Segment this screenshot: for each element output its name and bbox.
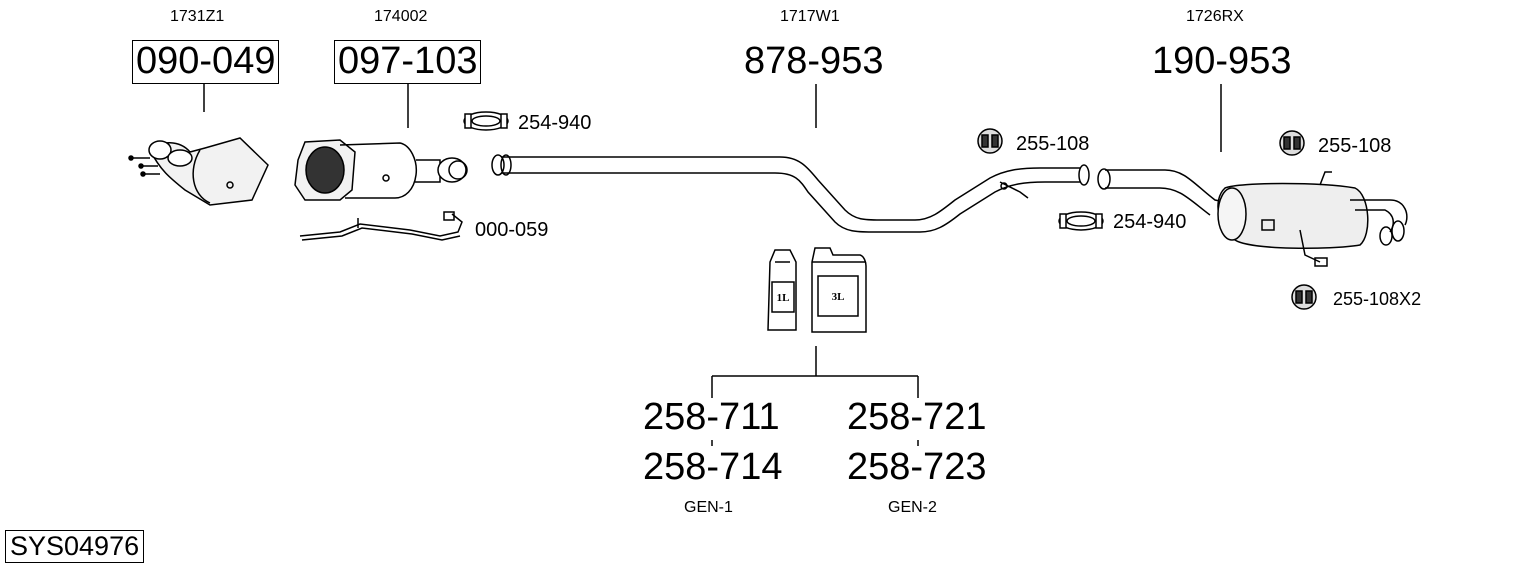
- clamp-drawing-1: [463, 111, 509, 131]
- container-3l-label: 3L: [832, 291, 845, 303]
- container-1l-label: 1L: [777, 292, 790, 304]
- container-3l-drawing: [811, 247, 867, 333]
- clamp-label-2[interactable]: 254-940: [1113, 211, 1187, 233]
- kit-1-code-2[interactable]: 258-714: [643, 446, 783, 488]
- kit-2-code-1[interactable]: 258-721: [847, 396, 987, 438]
- part-ref-2: 174002: [374, 8, 428, 25]
- hanger-drawing-2: [1279, 130, 1305, 156]
- intermediate-pipe-drawing: [491, 154, 1090, 233]
- hanger-label-1[interactable]: 255-108: [1016, 133, 1090, 155]
- sensor-drawing: [299, 211, 463, 241]
- sensor-label[interactable]: 000-059: [475, 219, 549, 241]
- catalytic-converter-drawing: [128, 137, 269, 206]
- rear-silencer-drawing: [1097, 168, 1408, 267]
- kit-1-label: GEN-1: [684, 499, 733, 516]
- hanger-label-3[interactable]: 255-108X2: [1333, 289, 1422, 309]
- part-ref-3: 1717W1: [780, 8, 840, 25]
- container-1l-drawing: [767, 249, 797, 331]
- kit-2-label: GEN-2: [888, 499, 937, 516]
- part-number-3[interactable]: 878-953: [744, 40, 884, 82]
- hanger-label-2[interactable]: 255-108: [1318, 135, 1392, 157]
- part-number-2[interactable]: 097-103: [334, 40, 482, 84]
- clamp-drawing-2: [1058, 211, 1104, 231]
- part-number-1[interactable]: 090-049: [132, 40, 280, 84]
- clamp-label-1[interactable]: 254-940: [518, 112, 592, 134]
- hanger-drawing-3: [1291, 284, 1317, 310]
- particulate-filter-drawing: [294, 139, 468, 201]
- part-number-4[interactable]: 190-953: [1152, 40, 1292, 82]
- part-ref-1: 1731Z1: [170, 8, 225, 25]
- system-code: SYS04976: [5, 530, 145, 563]
- part-ref-4: 1726RX: [1186, 8, 1244, 25]
- kit-1-code-1[interactable]: 258-711: [643, 396, 780, 438]
- hanger-drawing-1: [977, 128, 1003, 154]
- kit-2-code-2[interactable]: 258-723: [847, 446, 987, 488]
